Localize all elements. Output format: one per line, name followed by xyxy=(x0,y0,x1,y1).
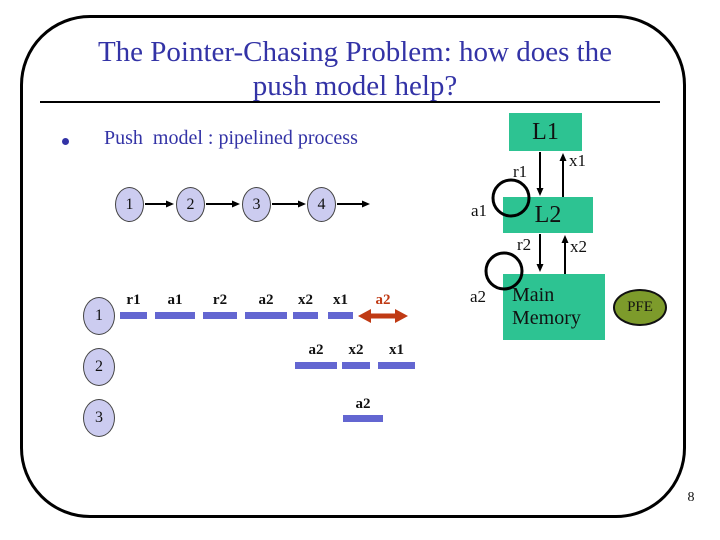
pfe-label: PFE xyxy=(627,299,653,315)
timeline-row-1-node: 1 xyxy=(83,297,115,335)
edge-label-r1: r1 xyxy=(513,162,528,181)
segment-label-x1: x1 xyxy=(333,292,348,308)
bullet-text: Push model : pipelined process xyxy=(104,127,358,149)
process-node-4: 4 xyxy=(307,187,336,222)
slide-border xyxy=(20,15,686,518)
edge-label-x2: x2 xyxy=(570,237,587,256)
main-memory-box: Main Memory xyxy=(503,274,605,340)
timeline-bar-row2-x2 xyxy=(342,362,370,369)
l1-cache-box: L1 xyxy=(509,113,582,151)
timeline-row-1-id: 1 xyxy=(95,307,103,324)
overlap-arrow-label-a2: a2 xyxy=(375,292,391,308)
timeline-bar-r2 xyxy=(203,312,237,319)
loop-label-a1: a1 xyxy=(471,201,488,220)
timeline-row-2-id: 2 xyxy=(95,358,103,375)
process-node-1: 1 xyxy=(115,187,144,222)
l1-cache-label: L1 xyxy=(532,118,559,145)
timeline-row-2-node: 2 xyxy=(83,348,115,386)
slide-title-line2: push model help? xyxy=(252,70,458,102)
bullet-icon xyxy=(62,138,69,145)
timeline-bar-row2-a2 xyxy=(295,362,337,369)
process-node-2: 2 xyxy=(176,187,205,222)
process-node-1-label: 1 xyxy=(125,195,134,213)
segment-label-a1: a1 xyxy=(167,292,183,308)
segment-label-a2: a2 xyxy=(258,292,274,308)
timeline-row-3-node: 3 xyxy=(83,399,115,437)
segment-label-r2: r2 xyxy=(212,292,228,308)
timeline-bar-a1 xyxy=(155,312,195,319)
process-node-4-label: 4 xyxy=(317,195,326,213)
timeline-bar-a2 xyxy=(245,312,287,319)
l2-cache-label: L2 xyxy=(534,201,562,228)
main-memory-label: Main Memory xyxy=(512,284,581,329)
title-underline xyxy=(40,101,660,103)
process-node-3: 3 xyxy=(242,187,271,222)
slide-title-line1: The Pointer-Chasing Problem: how does th… xyxy=(97,36,613,68)
edge-label-x1: x1 xyxy=(569,151,586,170)
timeline-bar-x1 xyxy=(328,312,353,319)
segment-label-row2-x1: x1 xyxy=(389,342,404,358)
loop-label-a2: a2 xyxy=(470,287,487,306)
segment-label-x2: x2 xyxy=(298,292,313,308)
edge-label-r2: r2 xyxy=(517,235,532,254)
segment-label-r1: r1 xyxy=(126,292,141,308)
timeline-row-3-id: 3 xyxy=(95,409,103,426)
l2-cache-box: L2 xyxy=(503,197,593,233)
segment-label-row3-a2: a2 xyxy=(355,396,371,412)
timeline-bar-row3-a2 xyxy=(343,415,383,422)
timeline-bar-r1 xyxy=(120,312,147,319)
timeline-bar-row2-x1 xyxy=(378,362,415,369)
segment-label-row2-x2: x2 xyxy=(348,342,364,358)
process-node-2-label: 2 xyxy=(186,195,195,213)
segment-label-row2-a2: a2 xyxy=(308,342,324,358)
process-node-3-label: 3 xyxy=(252,195,261,213)
page-number: 8 xyxy=(687,490,695,505)
pfe-ellipse: PFE xyxy=(613,289,667,326)
timeline-bar-x2 xyxy=(293,312,318,319)
